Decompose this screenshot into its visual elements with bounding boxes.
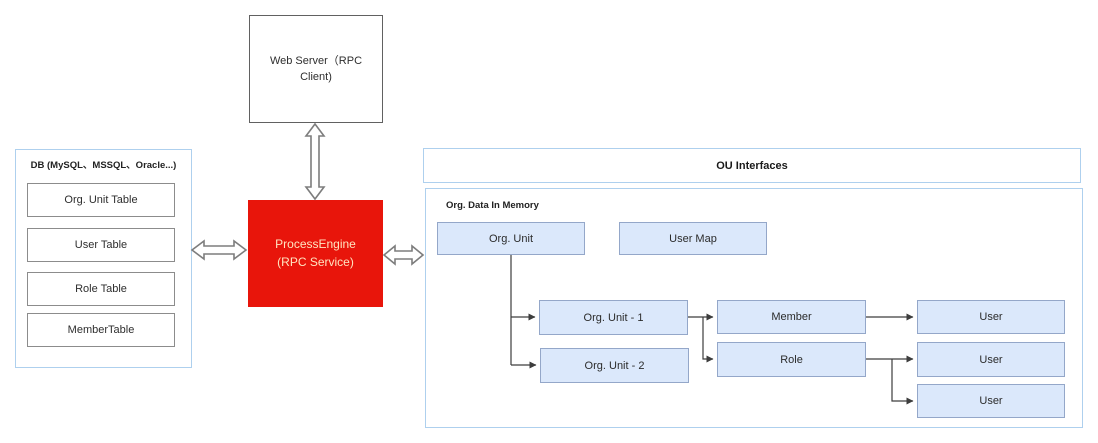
db-table-org-unit: Org. Unit Table xyxy=(27,183,175,217)
node-org-unit-2-label: Org. Unit - 2 xyxy=(584,359,645,372)
node-org-unit-label: Org. Unit xyxy=(488,232,533,245)
node-role-label: Role xyxy=(780,353,803,366)
node-role: Role xyxy=(717,342,866,377)
db-table-role-label: Role Table xyxy=(75,283,127,295)
web-server-label: Web Server（RPC Client) xyxy=(269,54,363,84)
node-user-1: User xyxy=(917,300,1065,334)
node-user-map: User Map xyxy=(619,222,767,255)
db-table-member: MemberTable xyxy=(27,313,175,347)
node-member-label: Member xyxy=(771,311,812,323)
engine-ou-bidirectional-arrow-icon xyxy=(382,244,425,266)
node-user-2: User xyxy=(917,342,1065,377)
ou-interfaces-title: OU Interfaces xyxy=(716,159,788,172)
node-user-2-label: User xyxy=(979,353,1003,366)
ou-interfaces-header: OU Interfaces xyxy=(423,148,1081,183)
node-user-1-label: User xyxy=(979,311,1003,323)
db-table-user-label: User Table xyxy=(74,239,128,251)
node-user-3: User xyxy=(917,384,1065,418)
node-org-unit: Org. Unit xyxy=(437,222,585,255)
node-user-map-label: User Map xyxy=(669,232,717,245)
process-engine-node: ProcessEngine (RPC Service) xyxy=(248,200,383,307)
node-user-3-label: User xyxy=(979,395,1003,407)
db-table-org-unit-label: Org. Unit Table xyxy=(64,194,138,206)
db-table-role: Role Table xyxy=(27,272,175,306)
db-table-member-label: MemberTable xyxy=(67,324,135,336)
node-org-unit-1-label: Org. Unit - 1 xyxy=(583,311,644,324)
ou-section-label: Org. Data In Memory xyxy=(446,200,539,211)
process-engine-label-line1: ProcessEngine xyxy=(275,237,356,252)
db-title: DB (MySQL、MSSQL、Oracle...) xyxy=(30,160,177,171)
node-org-unit-1: Org. Unit - 1 xyxy=(539,300,688,335)
webserver-engine-bidirectional-arrow-icon xyxy=(304,122,326,201)
node-member: Member xyxy=(717,300,866,334)
db-table-user: User Table xyxy=(27,228,175,262)
web-server-node: Web Server（RPC Client) xyxy=(249,15,383,123)
db-engine-bidirectional-arrow-icon xyxy=(190,239,248,261)
process-engine-label-line2: (RPC Service) xyxy=(277,254,354,269)
node-org-unit-2: Org. Unit - 2 xyxy=(540,348,689,383)
